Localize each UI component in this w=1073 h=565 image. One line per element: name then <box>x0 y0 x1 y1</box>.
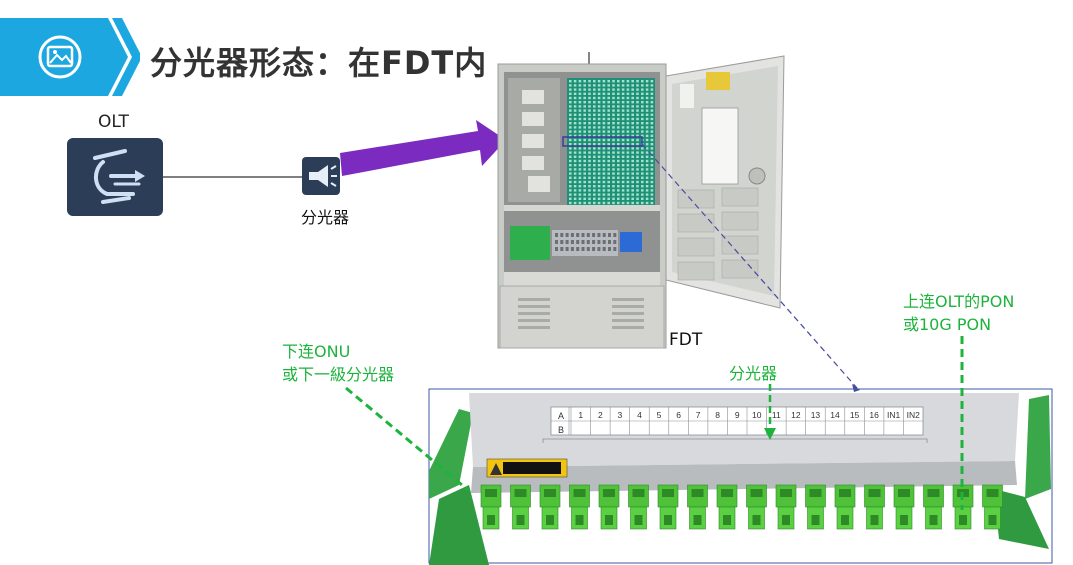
port-label: 14 <box>830 410 840 420</box>
uplink-line2: 或10G PON <box>903 315 992 334</box>
row-b-label: B <box>558 425 564 435</box>
fdt-cabinet <box>497 55 785 349</box>
port-label: IN2 <box>907 410 921 420</box>
uplink-callout: 上连OLT的PON 或10G PON <box>903 290 1014 336</box>
row-a-label: A <box>558 411 564 421</box>
port-label: 3 <box>618 410 623 420</box>
image-icon <box>38 35 82 79</box>
splitter-label: 分光器 <box>301 208 350 227</box>
port-label: 16 <box>869 410 879 420</box>
olt-icon <box>67 138 163 216</box>
port-label: 2 <box>598 410 603 420</box>
splitter-icon <box>302 157 340 195</box>
header-banner <box>0 18 140 96</box>
port-label: 12 <box>791 410 801 420</box>
uplink-line1: 上连OLT的PON <box>903 292 1015 311</box>
downlink-line2: 或下一級分光器 <box>282 365 395 384</box>
page-title: 分光器形态：在FDT内 <box>150 44 488 82</box>
downlink-line1: 下连ONU <box>282 342 351 361</box>
port-label: 7 <box>696 410 701 420</box>
port-label: 13 <box>811 410 821 420</box>
port-label: 11 <box>772 410 781 420</box>
port-label: 1 <box>578 410 583 420</box>
port-label: 6 <box>676 410 681 420</box>
zoom-line <box>641 143 858 389</box>
port-label: 10 <box>752 410 762 420</box>
fdt-label: FDT <box>669 330 703 350</box>
port-label: 9 <box>735 410 740 420</box>
splitter-callout: 分光器 <box>729 364 778 383</box>
highlight-box <box>562 136 643 147</box>
port-label: 8 <box>715 410 720 420</box>
port-label: 4 <box>637 410 642 420</box>
purple-arrow <box>340 120 506 176</box>
olt-label: OLT <box>98 112 129 132</box>
downlink-callout: 下连ONU 或下一級分光器 <box>282 340 394 386</box>
port-label: IN1 <box>887 410 901 420</box>
port-label: 5 <box>657 410 662 420</box>
port-label: 15 <box>850 410 860 420</box>
